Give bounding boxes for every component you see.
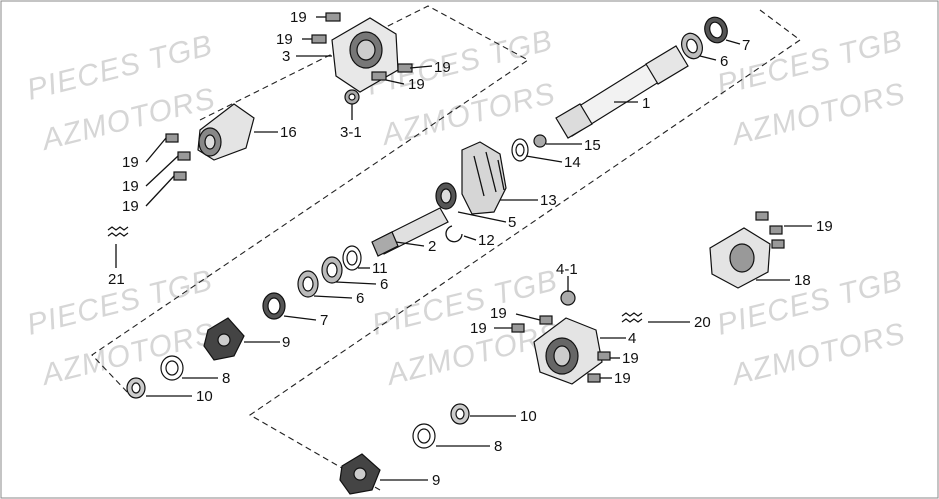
label-16: 16 — [280, 124, 297, 141]
label-15: 15 — [584, 137, 601, 154]
housing-part-18 — [709, 227, 771, 289]
bolt-group-18 — [755, 211, 785, 249]
label-21: 21 — [108, 271, 125, 288]
leader-lines — [115, 16, 812, 481]
label-8: 8 — [222, 370, 230, 387]
nut-15 — [533, 134, 547, 148]
label-19: 19 — [622, 350, 639, 367]
label-11: 11 — [372, 260, 388, 277]
label-2: 2 — [428, 238, 436, 255]
label-9: 9 — [432, 472, 440, 489]
label-14: 14 — [564, 154, 581, 171]
bolt-group-4 — [511, 315, 611, 383]
washer-10-right — [450, 403, 470, 425]
label-4: 4 — [628, 330, 636, 347]
washer-8-right — [412, 423, 436, 449]
washer-11 — [342, 245, 362, 271]
label-19: 19 — [408, 76, 425, 93]
housing-part-4 — [533, 317, 603, 385]
label-20: 20 — [694, 314, 711, 331]
label-19: 19 — [122, 178, 139, 195]
bearing-6-middle — [321, 256, 343, 284]
flange-part-9-right — [339, 453, 381, 495]
nut-3-1 — [344, 89, 360, 105]
label-19: 19 — [276, 31, 293, 48]
label-19: 19 — [816, 218, 833, 235]
spring-part-21 — [107, 226, 129, 237]
bearing-6-lower — [297, 270, 319, 298]
label-18: 18 — [794, 272, 811, 289]
label-4-1: 4-1 — [556, 261, 578, 278]
label-6: 6 — [356, 290, 364, 307]
label-5: 5 — [508, 214, 516, 231]
label-8: 8 — [494, 438, 502, 455]
washer-8-left — [160, 355, 184, 381]
clip-12 — [445, 225, 463, 243]
bearing-5 — [435, 182, 457, 210]
label-7: 7 — [320, 312, 328, 329]
label-19: 19 — [122, 154, 139, 171]
washer-14 — [511, 138, 529, 162]
label-1: 1 — [642, 95, 650, 112]
spring-part-20 — [621, 312, 643, 323]
label-3: 3 — [282, 48, 290, 65]
label-7: 7 — [742, 37, 750, 54]
label-13: 13 — [540, 192, 557, 209]
seal-7-upper — [704, 16, 728, 44]
label-6: 6 — [380, 276, 388, 293]
assembly-boundary — [91, 5, 801, 491]
nut-4-1 — [560, 290, 576, 306]
label-19: 19 — [490, 305, 507, 322]
drive-shaft-part-1 — [555, 45, 689, 139]
label-19: 19 — [614, 370, 631, 387]
part-labels: 19 19 3 19 19 3-1 16 19 19 19 21 7 6 1 1… — [108, 9, 833, 489]
seal-7-lower — [262, 292, 286, 320]
label-6: 6 — [720, 53, 728, 70]
label-9: 9 — [282, 334, 290, 351]
shaft-part-2 — [371, 207, 449, 257]
label-19: 19 — [470, 320, 487, 337]
label-19: 19 — [290, 9, 307, 26]
label-10: 10 — [196, 388, 213, 405]
washer-10-left — [126, 377, 146, 399]
label-19: 19 — [434, 59, 451, 76]
flange-part-9-left — [203, 317, 245, 361]
bearing-6-upper — [681, 32, 703, 60]
label-3-1: 3-1 — [340, 124, 362, 141]
watermark-group: PIECES TGB AZMOTORS PIECES TGB AZMOTORS … — [24, 24, 909, 392]
label-10: 10 — [520, 408, 537, 425]
label-12: 12 — [478, 232, 495, 249]
label-19: 19 — [122, 198, 139, 215]
housing-part-16 — [197, 103, 255, 161]
